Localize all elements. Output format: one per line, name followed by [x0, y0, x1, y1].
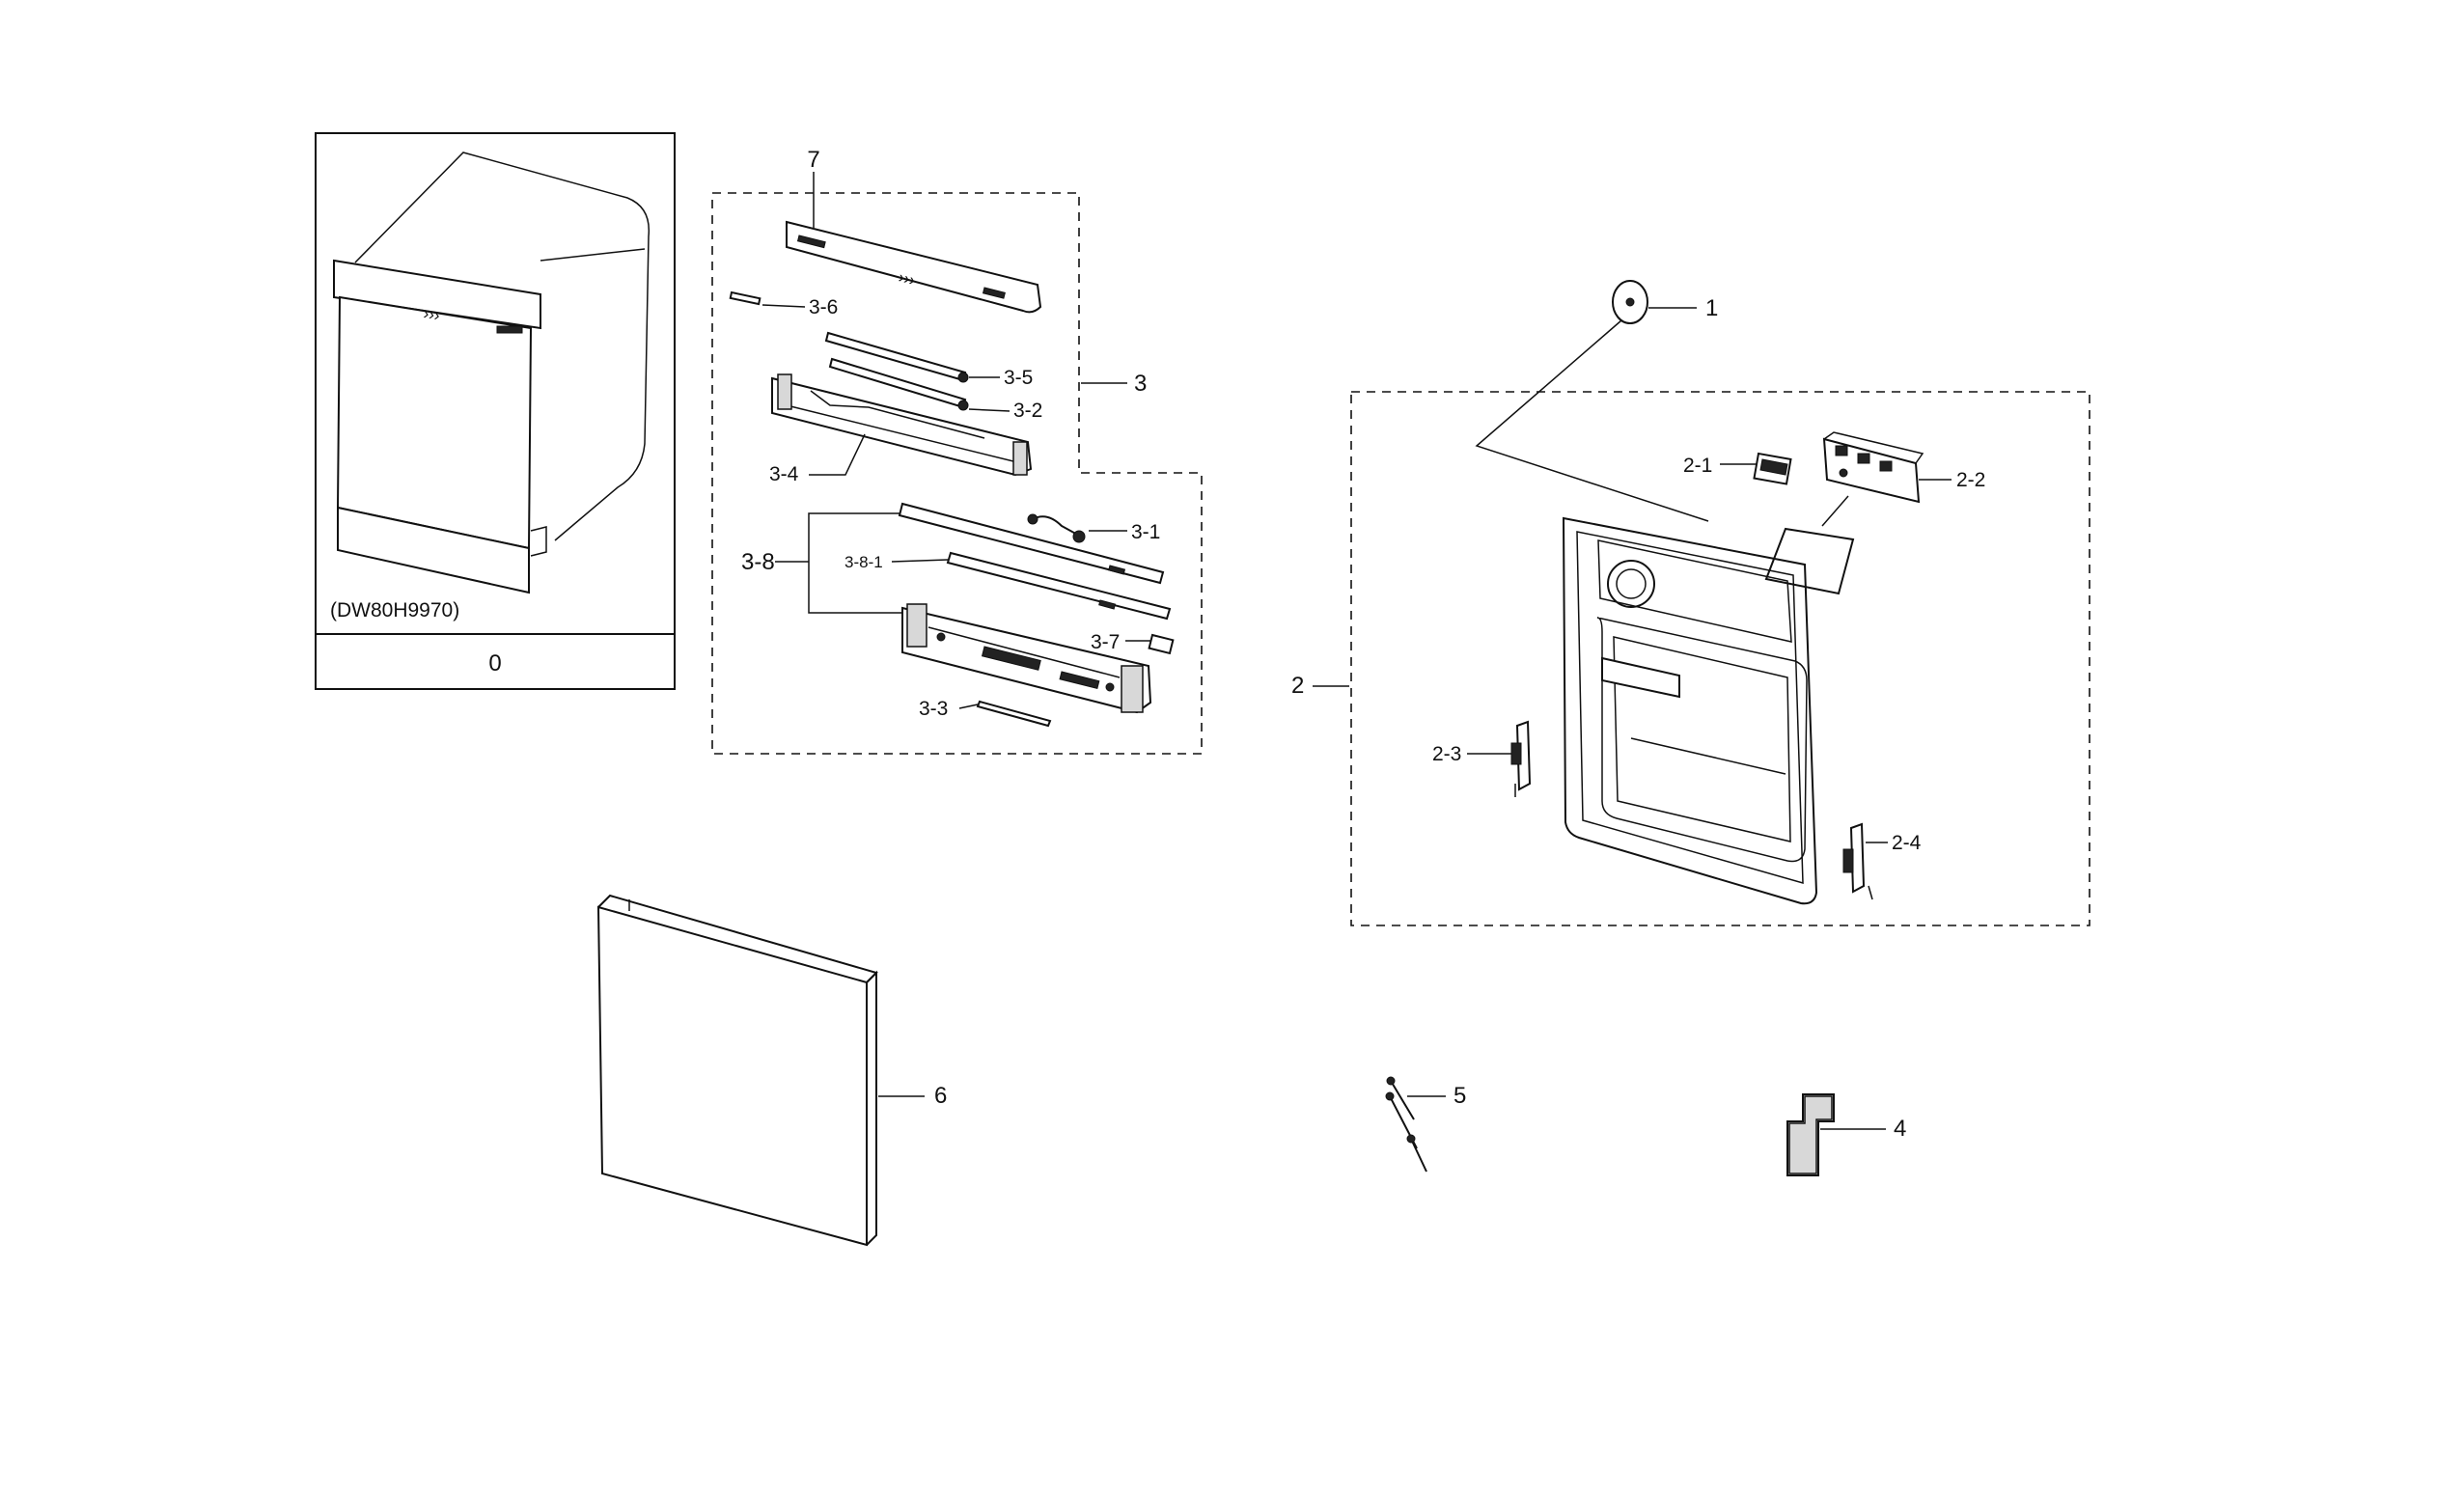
dishwasher-illustration: ›››	[333, 152, 651, 594]
callout-2-3: 2-3	[1432, 743, 1461, 765]
assembly-overview: ››› (DW80H9970) 0	[315, 132, 676, 690]
part-3-4-frame	[771, 373, 1033, 477]
part-7-control-trim: ›››	[786, 220, 1042, 314]
part-4-bracket	[1786, 1093, 1835, 1176]
callout-3-4: 3-4	[769, 463, 799, 485]
callout-3-7: 3-7	[1091, 631, 1120, 653]
model-caption: (DW80H9970)	[330, 599, 459, 621]
leader-1-to-liner	[1475, 319, 1709, 522]
part-gasket	[1764, 527, 1855, 595]
control-panel-assembly-group: ››› 7 3-6 3-5 3-2 3-4	[711, 147, 1203, 755]
part-3-8-strip-upper	[898, 502, 1165, 585]
part-3-5-bar	[824, 331, 969, 383]
callout-3-2: 3-2	[1013, 400, 1042, 422]
part-1-round-label	[1612, 280, 1648, 324]
callout-4: 4	[1894, 1116, 1906, 1142]
callout-3-3: 3-3	[919, 698, 948, 720]
callout-1: 1	[1705, 295, 1718, 321]
part-housing	[901, 603, 1152, 714]
part-2-1-switch	[1753, 452, 1792, 485]
callout-6: 6	[934, 1083, 947, 1109]
callout-3-8: 3-8	[741, 549, 775, 575]
callout-2-1: 2-1	[1683, 455, 1712, 477]
part-5-screws	[1385, 1076, 1427, 1173]
door-inner-assembly-group: 2 1 2-1	[1291, 280, 2090, 926]
part-inner-door-liner	[1562, 516, 1818, 905]
assembly-frame	[315, 132, 676, 690]
callout-5: 5	[1453, 1083, 1466, 1109]
callout-2-2: 2-2	[1956, 469, 1985, 491]
assembly-box-label: 0	[488, 650, 501, 676]
part-2-4-hinge	[1842, 822, 1873, 900]
callout-2-4: 2-4	[1892, 832, 1922, 854]
part-3-3-rod	[976, 700, 1052, 728]
group-2-dashed-boundary	[1350, 391, 2090, 926]
part-3-8-1-strip-lower	[946, 551, 1172, 621]
callout-3-8-1: 3-8-1	[844, 553, 883, 571]
part-2-3-hinge	[1510, 720, 1532, 797]
callout-3: 3	[1134, 371, 1147, 397]
callout-3-1: 3-1	[1131, 521, 1160, 543]
svg-text:›››: ›››	[422, 304, 441, 324]
part-3-2-bar	[828, 357, 969, 411]
part-3-7-tab	[1148, 633, 1175, 655]
callout-3-6: 3-6	[809, 296, 838, 318]
part-6-door-panel	[596, 894, 878, 1247]
callout-3-5: 3-5	[1004, 367, 1033, 389]
part-3-1-sensor	[1027, 513, 1086, 543]
svg-text:›››: ›››	[897, 267, 917, 290]
part-2-2-module	[1822, 431, 1924, 504]
callout-7: 7	[807, 147, 819, 173]
part-3-6-pin	[729, 290, 761, 306]
callout-2: 2	[1291, 673, 1304, 699]
